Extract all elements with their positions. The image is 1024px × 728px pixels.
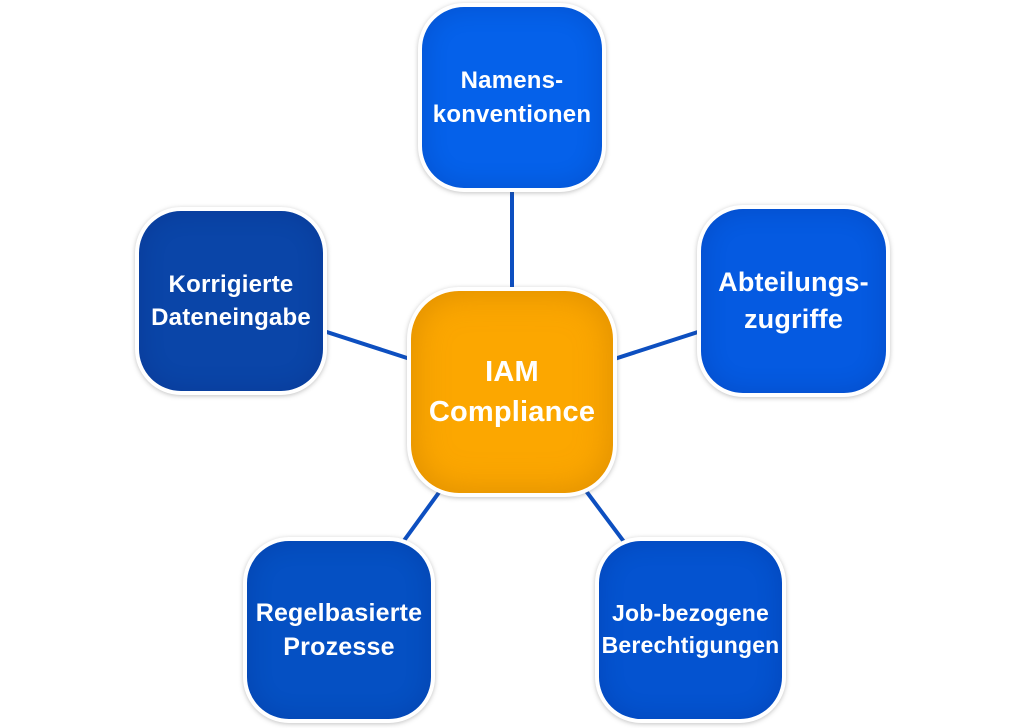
node-job-bezogene-berechtigungen: Job-bezogene Berechtigungen — [595, 537, 786, 723]
node-korrigierte-dateneingabe: Korrigierte Dateneingabe — [135, 207, 327, 395]
center-node-iam-compliance: IAM Compliance — [407, 287, 617, 497]
node-label-line: Berechtigungen — [601, 632, 780, 658]
node-abteilungszugriffe: Abteilungs- zugriffe — [697, 205, 890, 397]
node-label-line: Compliance — [428, 396, 596, 428]
node-label-line: IAM — [485, 355, 539, 388]
node-label-line: konventionen — [432, 100, 592, 128]
node-namens-konventionen: Namens- konventionen — [418, 3, 606, 192]
node-label-line: Korrigierte — [168, 270, 294, 298]
node-regelbasierte-prozesse: Regelbasierte Prozesse — [243, 537, 435, 723]
node-label-line: zugriffe — [743, 304, 844, 334]
node-label-line: Namens- — [460, 67, 564, 95]
node-label-line: Abteilungs- — [718, 266, 869, 297]
node-label-line: Dateneingabe — [151, 304, 311, 331]
node-label-line: Job-bezogene — [611, 600, 770, 627]
node-label-line: Prozesse — [283, 633, 395, 661]
node-label-line: Regelbasierte — [255, 598, 423, 627]
